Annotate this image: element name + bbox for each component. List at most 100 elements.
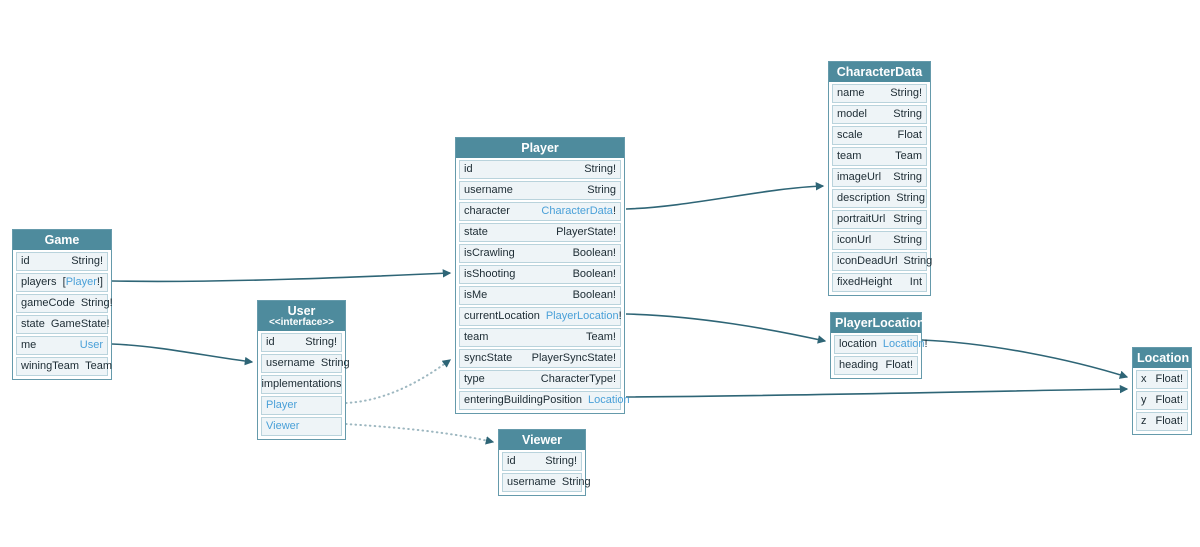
field-name: id — [507, 455, 516, 467]
field-type[interactable]: User — [80, 337, 103, 354]
field-row-game-winingTeam[interactable]: winingTeam Team — [16, 357, 112, 376]
table-title-location[interactable]: Location — [1133, 348, 1191, 368]
field-row-game-me[interactable]: me User — [16, 336, 108, 355]
field-row-user-Player[interactable]: Player — [261, 396, 342, 415]
table-title-user[interactable]: User<<interface>> — [258, 301, 345, 331]
field-type: String! — [584, 163, 616, 175]
field-type[interactable]: Location — [588, 392, 630, 409]
field-type: Int — [909, 276, 922, 288]
field-row-player-character[interactable]: character CharacterData! — [459, 202, 621, 221]
field-row-game-players[interactable]: players[Player!] — [16, 273, 108, 292]
field-name: iconUrl — [837, 234, 872, 246]
field-name: me — [21, 339, 37, 351]
field-name: imageUrl — [837, 171, 882, 183]
table-title-viewer[interactable]: Viewer — [499, 430, 585, 450]
field-type[interactable]: CharacterData! — [541, 205, 616, 217]
type-link[interactable]: Viewer — [266, 420, 300, 432]
table-title-player[interactable]: Player — [456, 138, 624, 158]
field-type: String — [893, 213, 922, 225]
field-type: CharacterType! — [540, 373, 616, 385]
field-type: Float! — [1155, 373, 1183, 385]
field-row-user-implementations[interactable]: implementations — [261, 375, 342, 394]
table-title-playerlocation[interactable]: PlayerLocation — [831, 313, 925, 333]
field-type: Float! — [1155, 415, 1183, 427]
field-row-user-Viewer[interactable]: Viewer — [261, 417, 342, 436]
table-subtitle: <<interface>> — [268, 317, 335, 328]
field-type: String — [561, 476, 591, 488]
table-title-characterdata[interactable]: CharacterData — [829, 62, 930, 82]
field-type[interactable]: PlayerLocation! — [545, 310, 622, 322]
edge-user-viewer-implementation — [345, 423, 495, 445]
field-type: String — [896, 192, 925, 204]
field-name: id — [21, 255, 30, 267]
field-type: Team — [85, 360, 112, 372]
field-row-game-state[interactable]: state GameState! — [16, 315, 110, 334]
table-title-game[interactable]: Game — [13, 230, 111, 250]
type-link[interactable]: User — [79, 339, 103, 351]
field-name: isMe — [464, 289, 488, 301]
field-type[interactable]: Location! — [882, 338, 928, 350]
field-name: fixedHeight — [837, 276, 893, 288]
field-name: state — [21, 318, 45, 330]
field-name: winingTeam — [21, 360, 80, 372]
field-name: model — [837, 108, 867, 120]
table-title-text: PlayerLocation — [835, 316, 925, 330]
type-link[interactable]: Location — [588, 394, 630, 406]
field-name: team — [837, 150, 862, 162]
edge-player-currentlocation-to-playerlocation — [625, 313, 827, 344]
type-link[interactable]: PlayerLocation — [545, 310, 619, 322]
field-type[interactable]: [Player!] — [62, 276, 103, 288]
field-type: GameState! — [50, 318, 110, 330]
table-title-text: Game — [44, 233, 80, 247]
field-row-viewer-username[interactable]: username String — [502, 473, 591, 492]
field-row-playerlocation-location[interactable]: location Location! — [834, 335, 928, 354]
edge-player-character-to-characterdata — [625, 182, 825, 210]
type-link[interactable]: Location — [882, 338, 925, 350]
type-link[interactable]: CharacterData — [541, 205, 613, 217]
table-title-text: Viewer — [521, 433, 563, 447]
field-name: y — [1141, 394, 1147, 406]
type-link[interactable]: Player — [266, 399, 298, 411]
type-link[interactable]: Player — [65, 276, 97, 288]
field-name: character — [464, 205, 510, 217]
field-row-characterdata-fixedHeight[interactable]: fixedHeight Int — [832, 273, 927, 292]
field-name: username — [507, 476, 556, 488]
field-name: location — [839, 338, 877, 350]
